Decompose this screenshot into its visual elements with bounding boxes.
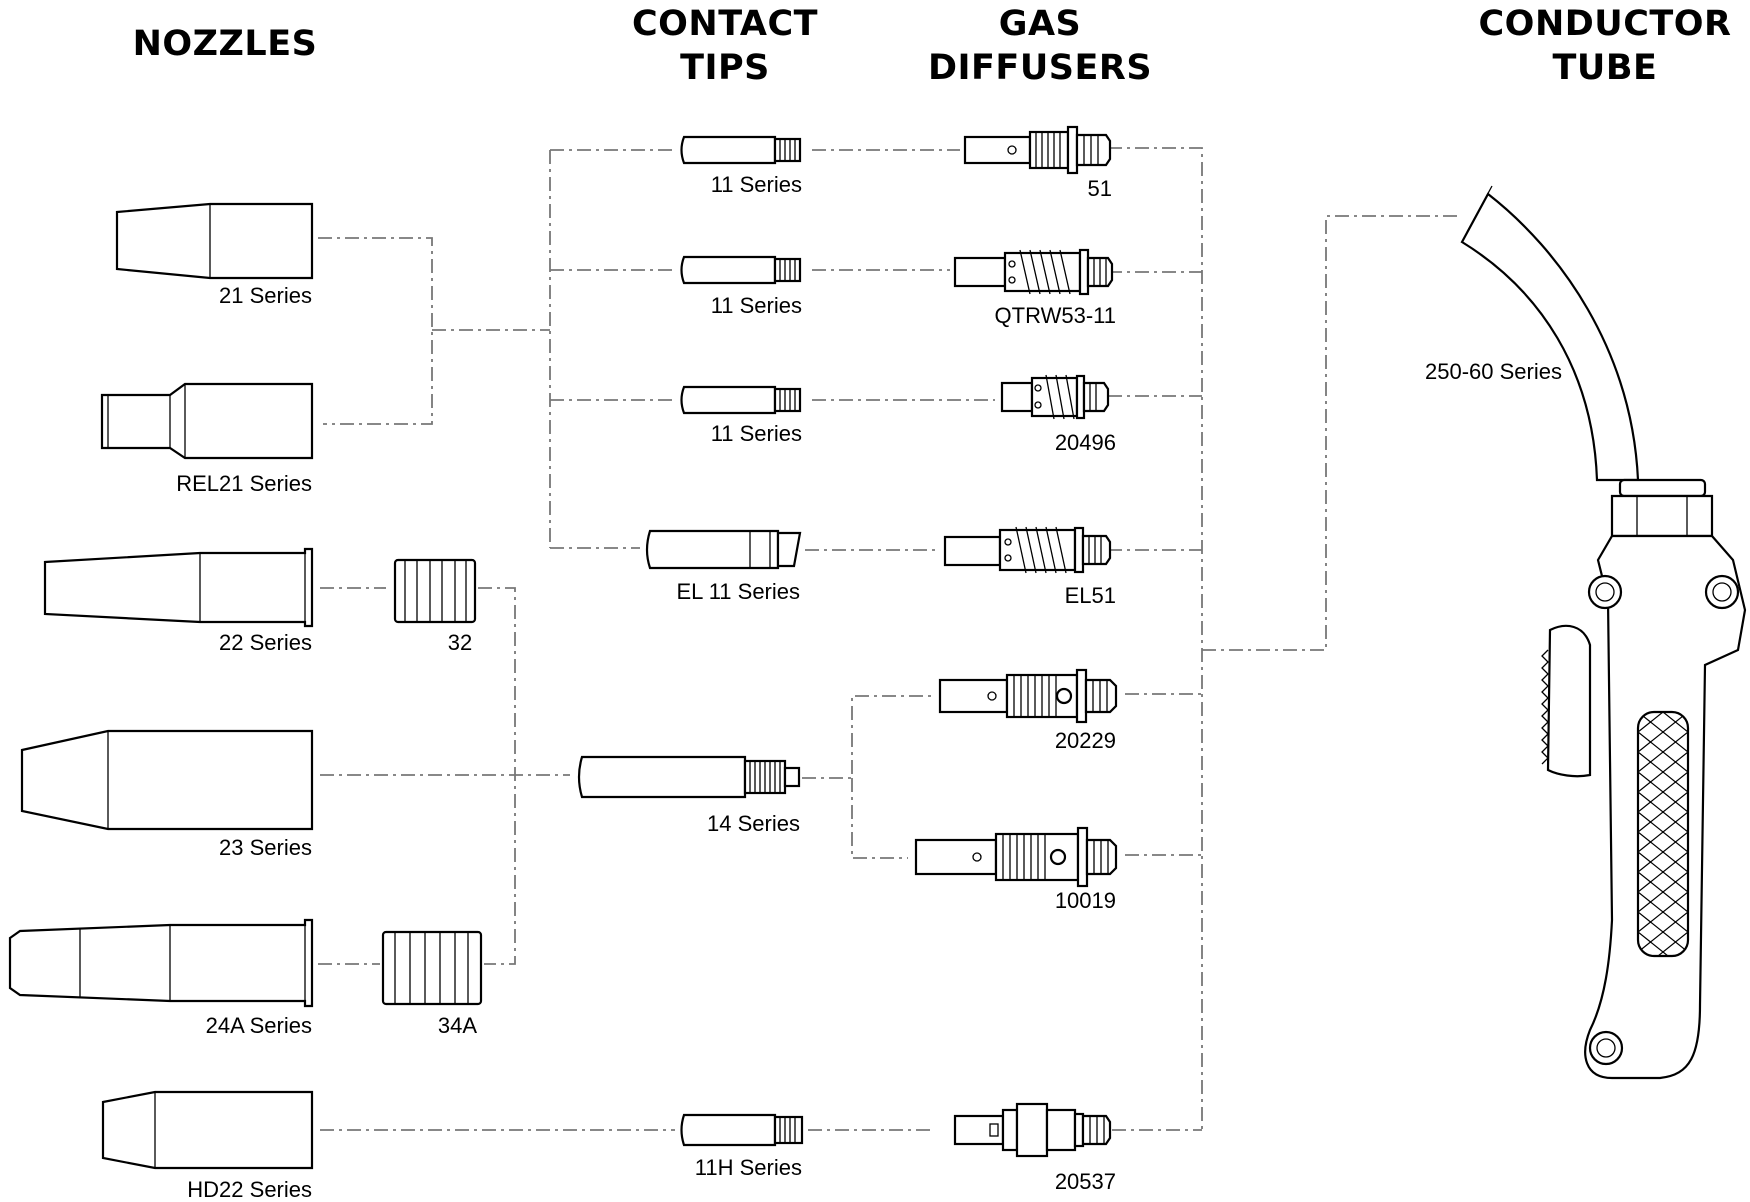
- nozzles-heading-text: NOZZLES: [132, 24, 318, 64]
- nozzle-21-series: [115, 202, 314, 280]
- contact-tip-11-series-b-label: 11 Series: [710, 293, 802, 318]
- nozzles-heading: NOZZLES: [125, 22, 325, 66]
- insulator-32-label: 32: [447, 630, 473, 655]
- gas-diffuser-20496: [1000, 374, 1110, 420]
- nozzle-24a-series-label: 24A Series: [205, 1013, 312, 1038]
- connector-lines: [318, 147, 1462, 1131]
- nozzle-22-series: [43, 547, 314, 628]
- contact-tip-11-series-a: [680, 135, 802, 165]
- conductor-tube-label: 250-60 Series: [1425, 359, 1562, 384]
- nozzle-hd22-series-label: HD22 Series: [187, 1177, 312, 1202]
- gas-diffusers-heading: GAS DIFFUSERS: [920, 2, 1160, 90]
- gas-diffuser-20229-label: 20229: [1054, 728, 1116, 753]
- nozzle-22-series-label: 22 Series: [219, 630, 312, 655]
- insulator-34a-label: 34A: [437, 1013, 478, 1038]
- contact-tips-heading-line2: TIPS: [680, 48, 770, 88]
- contact-tip-11-series-c-label: 11 Series: [710, 421, 802, 446]
- gas-diffusers-heading-line2: DIFFUSERS: [927, 48, 1153, 88]
- nozzle-21-series-label: 21 Series: [219, 283, 312, 308]
- conductor-tube-heading: CONDUCTOR TUBE: [1475, 2, 1735, 90]
- nozzle-23-series: [20, 729, 314, 831]
- nozzle-rel21-series-label: REL21 Series: [176, 471, 312, 496]
- insulator-32: [393, 558, 477, 624]
- contact-tip-11-series-b: [680, 255, 802, 285]
- contact-tip-11-series-a-label: 11 Series: [710, 172, 802, 197]
- grip-texture: [1638, 712, 1688, 956]
- gas-diffuser-qtrw53-11: [953, 248, 1114, 296]
- contact-tips-heading: CONTACT TIPS: [625, 2, 825, 90]
- nozzle-hd22-series: [101, 1090, 314, 1170]
- gas-diffuser-el51: [943, 526, 1112, 574]
- conductor-tube-gun: [1460, 185, 1747, 1080]
- conductor-tube-heading-line2: TUBE: [1552, 48, 1658, 88]
- nozzle-23-series-label: 23 Series: [219, 835, 312, 860]
- contact-tip-14-series: [577, 755, 801, 799]
- gas-diffuser-el51-label: EL51: [1064, 583, 1116, 608]
- contact-tip-el-11-series: [645, 529, 802, 570]
- insulator-34a: [381, 930, 483, 1006]
- contact-tips-heading-line1: CONTACT: [631, 4, 819, 44]
- gas-diffusers-heading-line1: GAS: [998, 4, 1082, 44]
- gas-diffuser-51: [963, 125, 1112, 175]
- contact-tip-11h-series: [680, 1113, 804, 1147]
- gas-diffuser-51-label: 51: [1087, 176, 1112, 201]
- contact-tip-el-11-series-label: EL 11 Series: [676, 579, 800, 604]
- gas-diffuser-20537: [953, 1102, 1112, 1158]
- gas-diffuser-20537-label: 20537: [1054, 1169, 1116, 1194]
- gas-diffuser-20229: [938, 668, 1118, 724]
- nozzle-rel21-series: [100, 382, 314, 460]
- nozzle-24a-series: [8, 918, 314, 1008]
- contact-tip-14-series-label: 14 Series: [707, 811, 800, 836]
- conductor-tube-heading-line1: CONDUCTOR: [1478, 4, 1732, 44]
- gas-diffuser-20496-label: 20496: [1054, 430, 1116, 455]
- gas-diffuser-10019-label: 10019: [1054, 888, 1116, 913]
- contact-tip-11h-series-label: 11H Series: [694, 1155, 802, 1180]
- gas-diffuser-10019: [914, 826, 1118, 888]
- contact-tip-11-series-c: [680, 385, 802, 415]
- gas-diffuser-qtrw53-11-label: QTRW53-11: [994, 303, 1116, 328]
